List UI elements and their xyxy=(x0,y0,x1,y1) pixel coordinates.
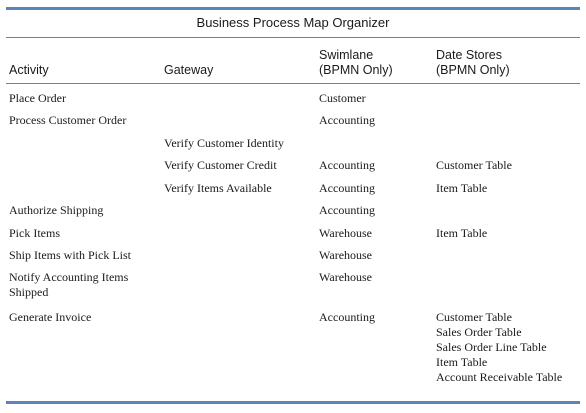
header-gateway: Gateway xyxy=(164,63,214,77)
row-9-datastore-2: Sales Order Line Table xyxy=(436,340,547,354)
header-rule xyxy=(6,83,580,84)
row-5-swimlane: Accounting xyxy=(319,203,375,217)
row-7-swimlane: Warehouse xyxy=(319,248,373,262)
row-0-activity: Place Order xyxy=(9,91,66,105)
row-4-swimlane: Accounting xyxy=(319,181,375,195)
row-9-datastore-4: Account Receivable Table xyxy=(436,370,563,384)
row-9-datastore-3: Item Table xyxy=(436,355,488,369)
row-8-activity-line1: Notify Accounting Items xyxy=(9,270,129,284)
row-8-activity: Notify Accounting Items Shipped xyxy=(9,270,128,300)
row-9-activity: Generate Invoice xyxy=(9,310,92,324)
row-9-datastore-0: Customer Table xyxy=(436,310,512,324)
row-1-swimlane: Accounting xyxy=(319,113,375,127)
row-6-activity: Pick Items xyxy=(9,226,60,240)
row-8-swimlane: Warehouse xyxy=(319,270,373,284)
header-swimlane: Swimlane (BPMN Only) xyxy=(319,48,393,78)
row-4-datastore-0: Item Table xyxy=(436,181,488,195)
row-2-gateway: Verify Customer Identity xyxy=(164,136,284,150)
header-datastores-line1: Date Stores xyxy=(436,48,503,62)
row-3-gateway: Verify Customer Credit xyxy=(164,158,277,172)
header-datastores: Date Stores (BPMN Only) xyxy=(436,48,510,78)
header-swimlane-line1: Swimlane xyxy=(319,48,374,62)
row-9-swimlane: Accounting xyxy=(319,310,375,324)
header-swimlane-line2: (BPMN Only) xyxy=(319,63,393,77)
header-activity: Activity xyxy=(9,63,49,77)
row-9-datastores: Customer Table Sales Order Table Sales O… xyxy=(436,310,562,385)
row-8-activity-line2: Shipped xyxy=(9,285,49,299)
row-6-swimlane: Warehouse xyxy=(319,226,373,240)
row-4-gateway: Verify Items Available xyxy=(164,181,272,195)
row-1-activity: Process Customer Order xyxy=(9,113,127,127)
row-3-swimlane: Accounting xyxy=(319,158,375,172)
top-rule xyxy=(6,7,580,10)
row-3-datastore-0: Customer Table xyxy=(436,158,512,172)
bottom-rule xyxy=(6,401,580,404)
row-9-datastore-1: Sales Order Table xyxy=(436,325,522,339)
row-7-activity: Ship Items with Pick List xyxy=(9,248,132,262)
row-6-datastore-0: Item Table xyxy=(436,226,488,240)
row-0-swimlane: Customer xyxy=(319,91,366,105)
row-5-activity: Authorize Shipping xyxy=(9,203,104,217)
header-datastores-line2: (BPMN Only) xyxy=(436,63,510,77)
title-rule xyxy=(6,37,580,38)
table-title: Business Process Map Organizer xyxy=(196,15,390,30)
